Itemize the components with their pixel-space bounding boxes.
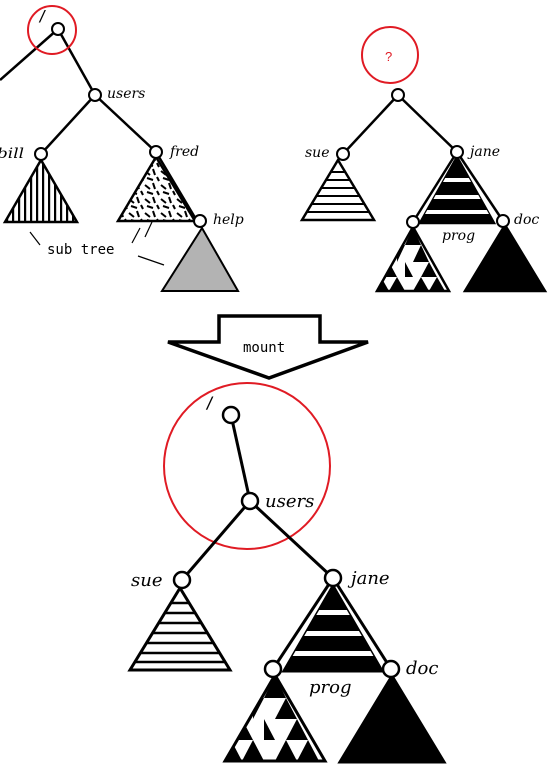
mounted-doc-node	[381, 659, 401, 679]
local-edges	[0, 28, 199, 222]
sue-label: sue	[305, 145, 330, 161]
bill-label: bill	[0, 146, 24, 162]
mounted-users-highlight	[163, 382, 331, 550]
mounted-edges	[180, 414, 393, 670]
mounted-sue-stripes	[130, 601, 230, 664]
jane-subtree-bands	[420, 178, 494, 214]
local-root-label: /	[38, 7, 47, 25]
remote-root-label: ?	[385, 49, 392, 64]
jane-label: jane	[467, 144, 500, 160]
prog-node	[406, 215, 420, 229]
mounted-jane-node	[323, 568, 343, 588]
prog-label: prog	[442, 228, 475, 244]
mount-arrow-shape	[167, 314, 369, 380]
help-node	[193, 214, 207, 228]
doc-subtree	[462, 222, 548, 293]
mounted-users-node	[240, 491, 260, 511]
local-root-highlight	[27, 5, 77, 55]
mounted-sue-node	[172, 570, 192, 590]
mounted-root-label: /	[205, 393, 215, 412]
doc-label: doc	[514, 212, 539, 228]
remote-root-node	[391, 88, 405, 102]
mounted-doc-subtree	[337, 673, 447, 764]
users-label: users	[107, 86, 145, 102]
jane-node	[450, 145, 464, 159]
fred-subtree	[115, 154, 198, 223]
remote-edges	[342, 94, 505, 223]
mounted-doc-label: doc	[406, 658, 438, 679]
local-root-node	[51, 22, 65, 36]
mounted-root-node	[221, 405, 241, 425]
mounted-sue-label: sue	[131, 570, 162, 591]
mounted-tree: / users sue jane prog doc	[127, 382, 447, 764]
mounted-users-label: users	[265, 491, 314, 512]
mounted-sue-subtree	[127, 585, 233, 672]
subtree-callout-lines	[29, 221, 165, 266]
mounted-prog-label: prog	[309, 677, 352, 698]
sue-node	[336, 147, 350, 161]
remote-root-highlight	[361, 26, 419, 84]
mount-arrow: mount	[167, 314, 369, 380]
local-tree: / users bill fred help sub tree	[0, 5, 244, 292]
bill-node	[34, 147, 48, 161]
mount-label: mount	[243, 340, 285, 356]
fred-node	[149, 145, 163, 159]
mounted-jane-label: jane	[347, 568, 390, 589]
remote-tree: ?	[299, 26, 548, 293]
help-mount-point-subtree	[160, 226, 240, 292]
mounted-jane-bands	[284, 610, 382, 656]
subtree-label: sub tree	[47, 242, 114, 258]
bill-subtree	[2, 157, 80, 224]
mounted-prog-node	[263, 659, 283, 679]
doc-node	[496, 214, 510, 228]
fred-label: fred	[169, 144, 199, 160]
mounted-jane-subtree	[281, 582, 385, 673]
users-node	[88, 88, 102, 102]
help-label: help	[213, 212, 244, 228]
jane-subtree	[417, 154, 497, 225]
